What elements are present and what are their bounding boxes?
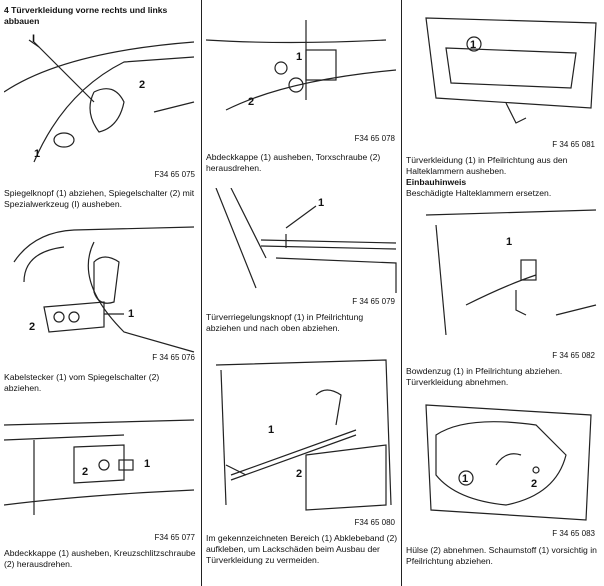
figure-number: F 34 65 076 — [152, 353, 195, 362]
svg-text:2: 2 — [29, 321, 35, 333]
figure-number: F 34 65 083 — [552, 529, 595, 538]
figure-number: F34 65 080 — [354, 518, 395, 527]
svg-text:1: 1 — [506, 236, 512, 248]
svg-text:1: 1 — [268, 424, 274, 436]
figure-number: F34 65 075 — [154, 170, 195, 179]
column-divider — [401, 0, 402, 586]
illustration-connector: 12 — [13, 226, 195, 353]
figure-number: F 34 65 081 — [552, 140, 595, 149]
caption: Spiegelknopf (1) abziehen, Spiegelschalt… — [4, 188, 195, 209]
section-title: 4 Türverkleidung vorne rechts und links … — [4, 5, 168, 26]
illustration-door-panel: 1 — [425, 17, 597, 124]
svg-text:1: 1 — [128, 308, 134, 320]
figure-number: F 34 65 082 — [552, 351, 595, 360]
caption: Im gekennzeichneten Bereich (1) Abklebeb… — [206, 533, 398, 565]
illustration-cover-cap: 12 — [4, 419, 195, 515]
illustration-mirror-knob: I 1 2 — [4, 33, 195, 163]
svg-text:2: 2 — [296, 468, 302, 480]
illustration-torx-screw: 12 — [206, 20, 397, 111]
caption: Abdeckkappe (1) ausheben, Torxschraube (… — [206, 152, 381, 173]
column-divider — [201, 0, 202, 586]
caption: Türverriegelungsknopf (1) in Pfeilrichtu… — [206, 312, 364, 333]
svg-text:1: 1 — [34, 148, 40, 160]
svg-text:1: 1 — [144, 458, 150, 470]
svg-text:2: 2 — [248, 96, 254, 108]
caption: Türverkleidung (1) in Pfeilrichtung aus … — [406, 155, 568, 176]
svg-text:2: 2 — [139, 79, 145, 91]
svg-text:2: 2 — [531, 478, 537, 490]
figure-number: F 34 65 079 — [352, 297, 395, 306]
illustration-lock-knob: 1 — [215, 188, 397, 293]
illustration-masking-tape: 12 — [215, 359, 392, 511]
figure-number: F34 65 077 — [154, 533, 195, 542]
svg-text:1: 1 — [318, 197, 324, 209]
svg-text:2: 2 — [82, 466, 88, 478]
svg-text:I: I — [32, 33, 35, 45]
figure-number: F34 65 078 — [354, 134, 395, 143]
note-text: Beschädigte Halteklammern ersetzen. — [406, 188, 552, 198]
illustration-bowden-cable: 1 — [425, 209, 597, 336]
caption: Hülse (2) abnehmen. Schaumstoff (1) vors… — [406, 545, 597, 566]
svg-text:1: 1 — [462, 473, 468, 485]
caption: Abdeckkappe (1) ausheben, Kreuzschlitzsc… — [4, 548, 196, 569]
note-heading: Einbauhinweis — [406, 177, 467, 187]
svg-text:1: 1 — [470, 39, 476, 51]
svg-text:1: 1 — [296, 51, 302, 63]
caption: Bowdenzug (1) in Pfeilrichtung abziehen.… — [406, 366, 563, 387]
caption: Kabelstecker (1) vom Spiegelschalter (2)… — [4, 372, 160, 393]
